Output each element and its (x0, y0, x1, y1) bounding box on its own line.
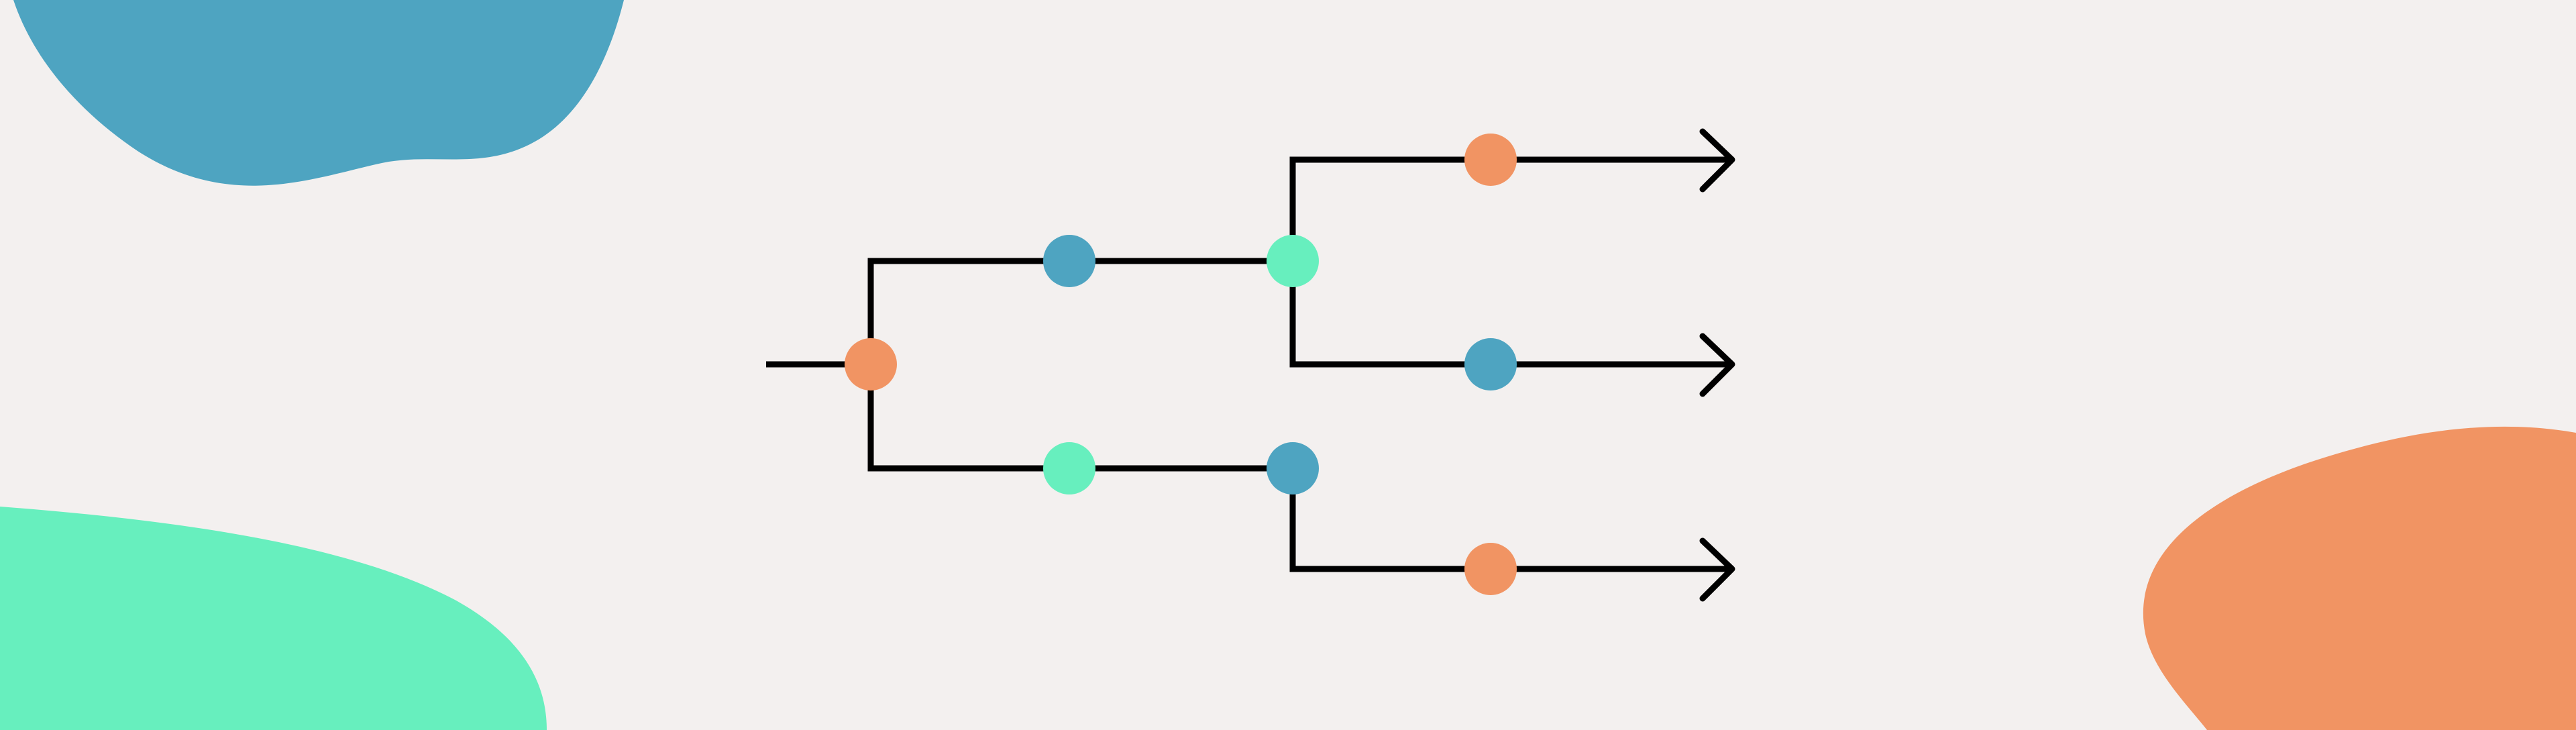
top-leaf-node (1464, 134, 1517, 186)
root-node (845, 338, 897, 390)
arrow-right-icon (1699, 537, 1735, 602)
upper-branch-line (867, 258, 1291, 364)
upper-mid-node (1043, 235, 1095, 287)
arrow-right-icon (1699, 333, 1735, 397)
top-output-line (1289, 156, 1732, 261)
nodes (845, 134, 1517, 595)
bottom-output-line (1289, 468, 1732, 572)
blue-blob (13, 0, 624, 186)
lower-mid-node (1043, 442, 1095, 494)
middle-leaf-node (1464, 338, 1517, 390)
middle-output-line (1289, 261, 1732, 368)
arrow-right-icon (1699, 128, 1735, 193)
arrowheads (1699, 128, 1735, 602)
connector-lines (766, 156, 1732, 572)
upper-split-node (1267, 235, 1319, 287)
lower-branch-line (867, 364, 1291, 472)
lower-split-node (1267, 442, 1319, 494)
orange-blob (2143, 426, 2576, 730)
bottom-leaf-node (1464, 543, 1517, 595)
green-blob (0, 507, 547, 730)
